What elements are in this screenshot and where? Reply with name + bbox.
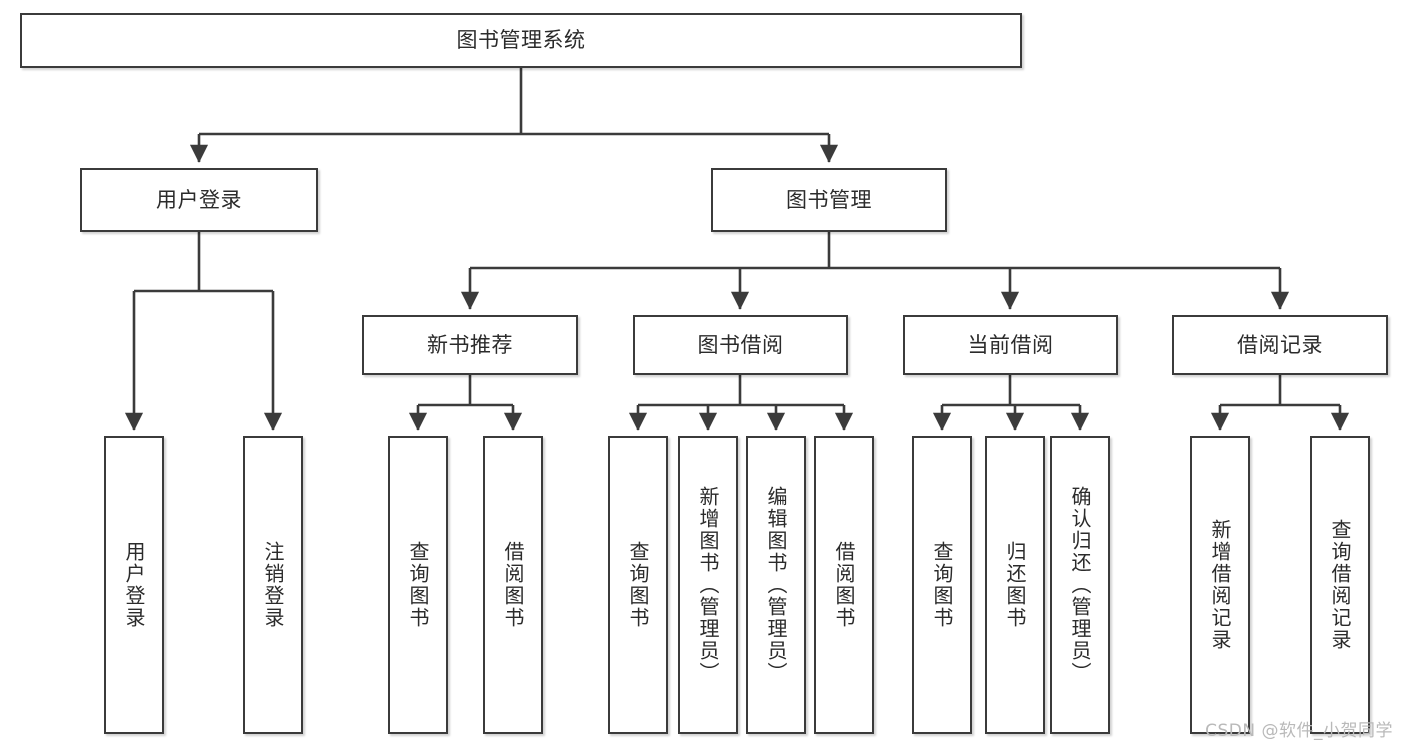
node-leaf-user-logout[interactable]: 注销登录 — [243, 436, 303, 734]
node-leaf-return-book-label: 归还图书 — [1003, 541, 1027, 629]
node-user-login[interactable]: 用户登录 — [80, 168, 318, 232]
node-current-borrow-label: 当前借阅 — [967, 332, 1054, 357]
node-leaf-confirm-return[interactable]: 确认归还（管理员） — [1050, 436, 1110, 734]
node-leaf-user-login-label: 用户登录 — [122, 541, 146, 629]
node-leaf-user-logout-label: 注销登录 — [261, 541, 285, 629]
node-new-book-recommend-label: 新书推荐 — [427, 332, 513, 357]
node-leaf-borrow-book-1[interactable]: 借阅图书 — [483, 436, 543, 734]
node-leaf-add-book-label: 新增图书（管理员） — [696, 486, 720, 684]
node-root-label: 图书管理系统 — [456, 28, 586, 53]
node-leaf-query-record-label: 查询借阅记录 — [1328, 519, 1352, 651]
node-book-borrow[interactable]: 图书借阅 — [633, 315, 848, 375]
node-leaf-query-book-1-label: 查询图书 — [406, 541, 430, 629]
node-leaf-borrow-book-2-label: 借阅图书 — [832, 541, 856, 629]
node-leaf-add-record-label: 新增借阅记录 — [1208, 519, 1232, 651]
node-leaf-edit-book-label: 编辑图书（管理员） — [764, 486, 788, 684]
node-leaf-query-book-3[interactable]: 查询图书 — [912, 436, 972, 734]
node-leaf-edit-book[interactable]: 编辑图书（管理员） — [746, 436, 806, 734]
node-leaf-query-record[interactable]: 查询借阅记录 — [1310, 436, 1370, 734]
node-leaf-query-book-2[interactable]: 查询图书 — [608, 436, 668, 734]
node-borrow-record-label: 借阅记录 — [1237, 332, 1323, 357]
node-leaf-query-book-2-label: 查询图书 — [626, 541, 650, 629]
node-leaf-borrow-book-1-label: 借阅图书 — [501, 541, 525, 629]
node-leaf-add-record[interactable]: 新增借阅记录 — [1190, 436, 1250, 734]
node-leaf-query-book-3-label: 查询图书 — [930, 541, 954, 629]
node-book-manage-label: 图书管理 — [786, 187, 872, 212]
node-book-borrow-label: 图书借阅 — [697, 332, 784, 357]
node-user-login-label: 用户登录 — [156, 187, 242, 212]
node-leaf-borrow-book-2[interactable]: 借阅图书 — [814, 436, 874, 734]
node-leaf-user-login[interactable]: 用户登录 — [104, 436, 164, 734]
node-borrow-record[interactable]: 借阅记录 — [1172, 315, 1388, 375]
node-book-manage[interactable]: 图书管理 — [711, 168, 947, 232]
node-leaf-return-book[interactable]: 归还图书 — [985, 436, 1045, 734]
node-root-system[interactable]: 图书管理系统 — [20, 13, 1022, 68]
node-new-book-recommend[interactable]: 新书推荐 — [362, 315, 578, 375]
node-leaf-add-book[interactable]: 新增图书（管理员） — [678, 436, 738, 734]
node-current-borrow[interactable]: 当前借阅 — [903, 315, 1118, 375]
node-leaf-query-book-1[interactable]: 查询图书 — [388, 436, 448, 734]
node-leaf-confirm-return-label: 确认归还（管理员） — [1068, 486, 1092, 684]
